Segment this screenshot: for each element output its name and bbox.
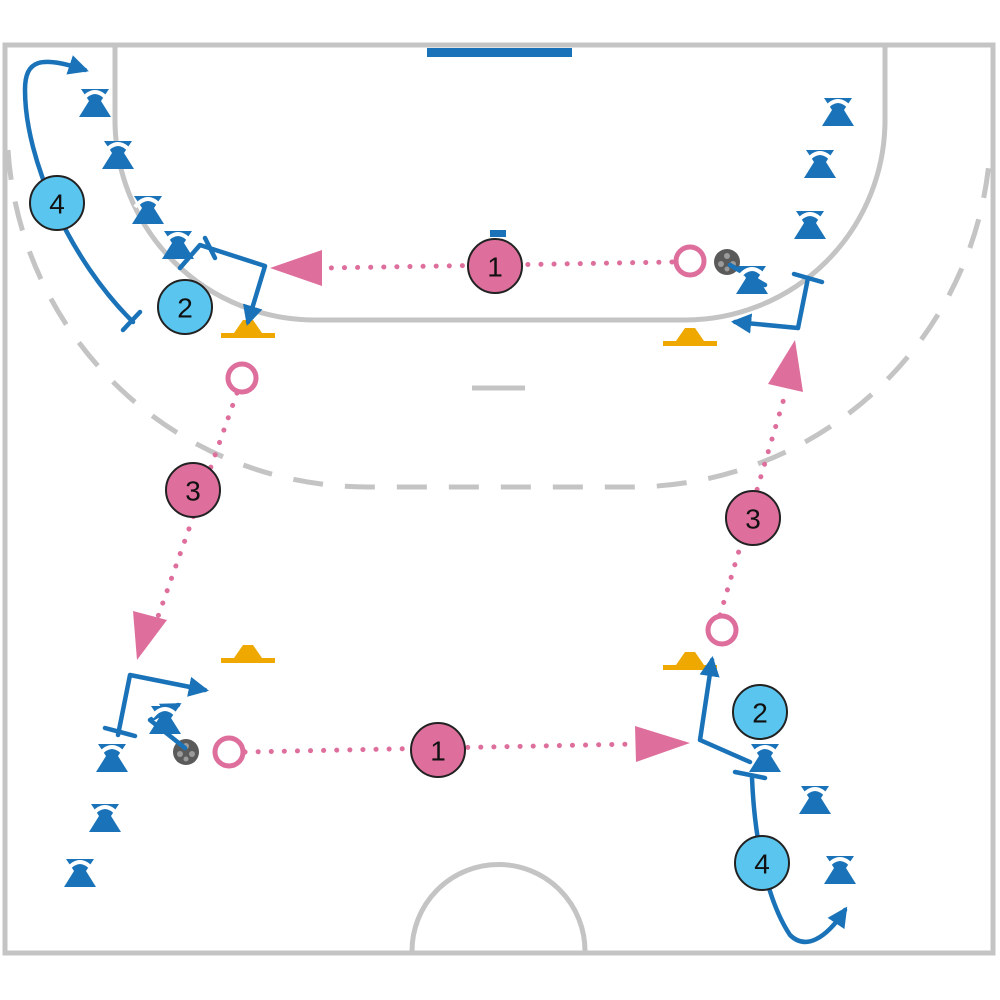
- pass-label-1-top: 1: [487, 252, 503, 283]
- free-throw-line: [5, 149, 993, 490]
- player-icon: [62, 857, 98, 889]
- run-badge-2-top: [157, 279, 213, 335]
- pass-label-3-right: 3: [745, 504, 761, 535]
- goal-area-line: [112, 45, 888, 323]
- player-icon: [87, 802, 123, 834]
- ball-icon: [714, 249, 740, 275]
- receiver-ring-icon: [225, 361, 259, 395]
- run-line-2-bottom-right: [697, 655, 753, 765]
- screen-bar: [120, 309, 143, 333]
- player-icon: [822, 854, 858, 886]
- pass-badge-1-bottom: [410, 722, 466, 778]
- pass-arrow-head: [270, 250, 322, 286]
- run-badge-4-bottom: [734, 835, 790, 891]
- player-icon: [802, 148, 838, 180]
- pass-label-1-bottom: 1: [430, 736, 446, 767]
- center-circle: [409, 862, 588, 952]
- pass-badge-1-top: [467, 238, 523, 294]
- player-icon: [100, 139, 136, 171]
- run-badge-2-bottom: [732, 684, 788, 740]
- receiver-ring-icon: [705, 613, 739, 647]
- pass-arrow-head: [635, 726, 690, 762]
- screen-bar: [202, 235, 218, 261]
- player-icon: [160, 229, 196, 261]
- run-label-2-bottom: 2: [752, 698, 768, 729]
- receiver-ring-icon: [673, 244, 707, 278]
- cone-icon: [221, 645, 275, 663]
- player-icon: [792, 209, 828, 241]
- player-icon: [820, 96, 856, 128]
- player-icon: [94, 742, 130, 774]
- screen-bar: [791, 271, 825, 285]
- run-line-2-bottom: [115, 672, 209, 738]
- pass-badge-3-left: [165, 462, 221, 518]
- run-label-4-top: 4: [49, 189, 65, 220]
- player-icon: [747, 742, 783, 774]
- pass-badge-3-right: [725, 490, 781, 546]
- run-line-4-bottom: [749, 775, 848, 945]
- pass-arrow-head: [768, 340, 803, 392]
- pass-line-left: [152, 390, 240, 628]
- goalkeeper-line: [490, 230, 506, 237]
- pass-line-top: [322, 259, 675, 271]
- run-line-2-top-right: [730, 275, 811, 334]
- screen-bar: [102, 725, 138, 739]
- run-label-4-bottom: 4: [754, 849, 770, 880]
- run-label-2-top: 2: [177, 293, 193, 324]
- pass-arrow-head: [133, 611, 167, 660]
- run-badge-4-top: [29, 175, 85, 231]
- cone-icon: [663, 328, 717, 346]
- court-lines: [2, 42, 996, 956]
- pass-label-3-left: 3: [185, 476, 201, 507]
- pass-line-right: [717, 392, 788, 618]
- court-border: [2, 42, 996, 956]
- receiver-ring-icon: [212, 735, 246, 769]
- player-icon: [797, 784, 833, 816]
- player-icon: [77, 87, 113, 119]
- screen-bar: [732, 769, 768, 781]
- goal: [427, 48, 572, 57]
- run-line-4-top: [22, 55, 136, 325]
